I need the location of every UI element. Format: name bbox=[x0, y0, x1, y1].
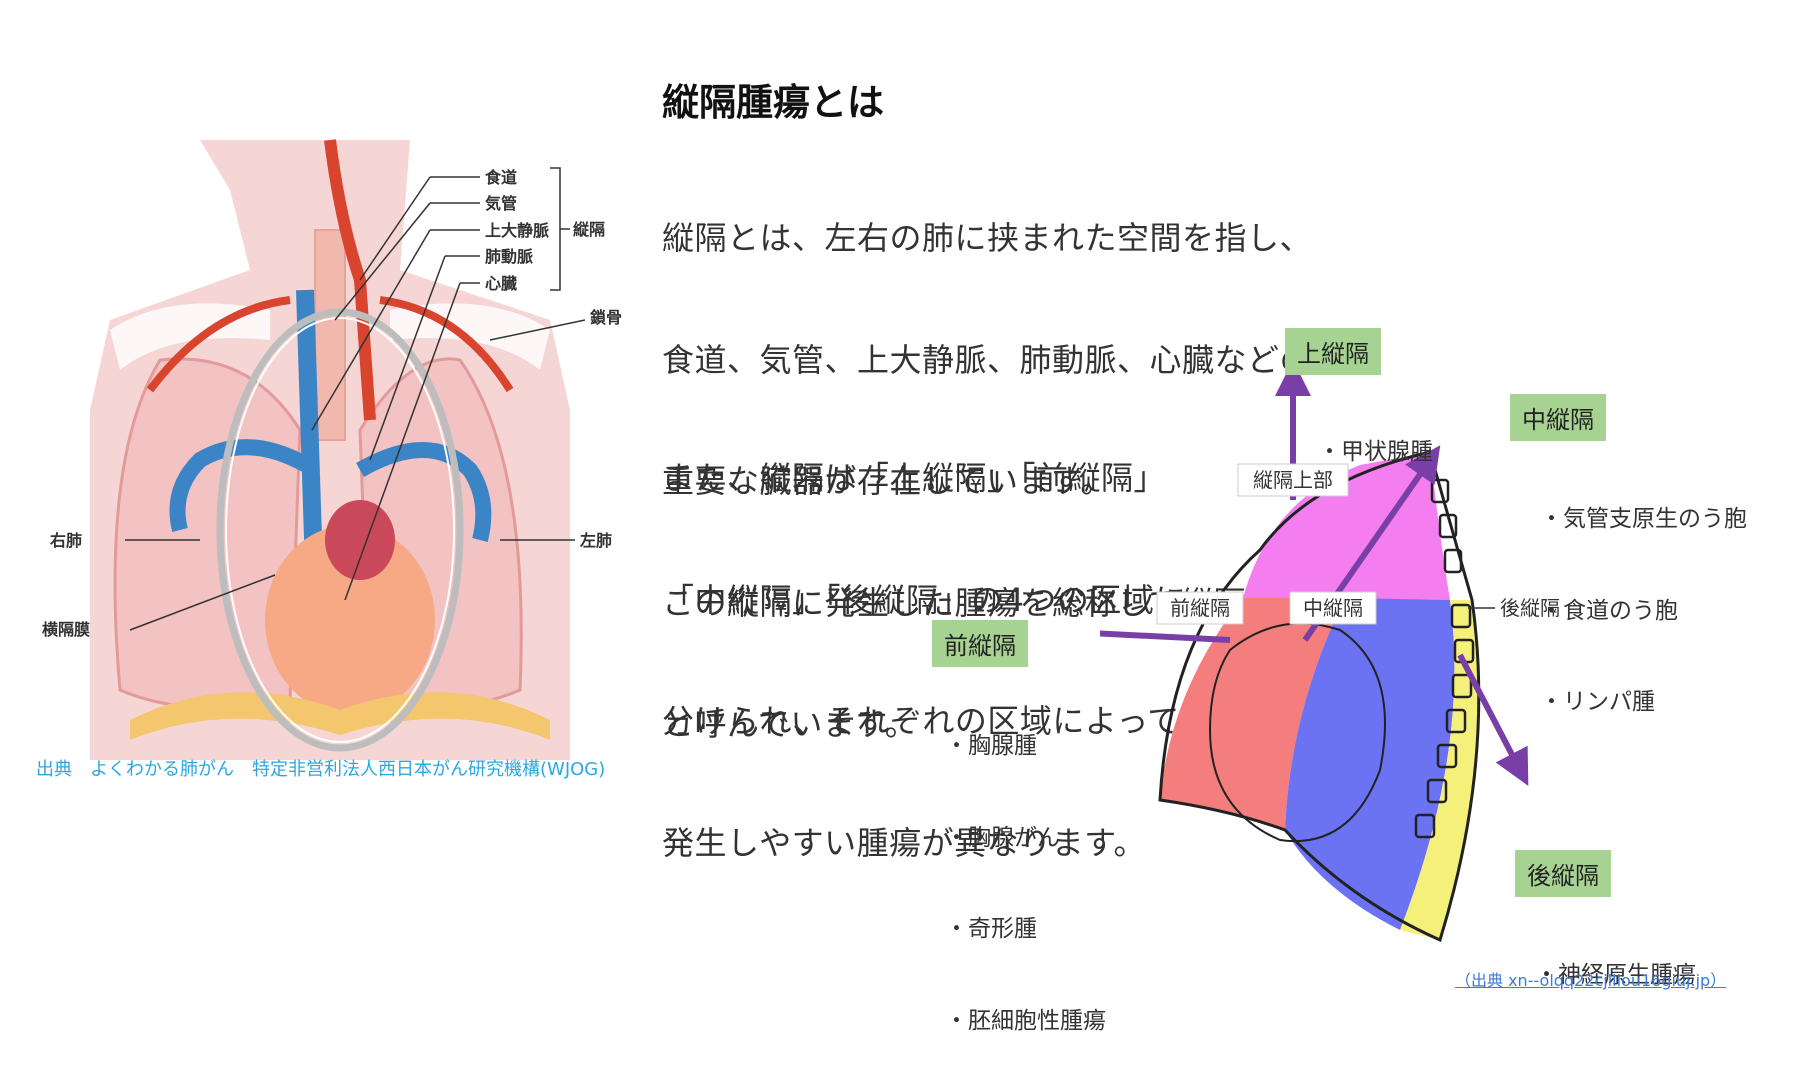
arrow-anterior bbox=[1100, 630, 1231, 643]
tag-middle: 中縦隔 bbox=[1510, 394, 1606, 441]
anterior-region bbox=[1160, 598, 1345, 830]
intro-line: と呼んでいます。 bbox=[662, 705, 918, 743]
list-item: ・胸腺がん bbox=[945, 824, 1060, 851]
regions-line: また、縦隔は「上縦隔」「前縦隔」 bbox=[662, 459, 1167, 497]
region-label-posterior: 後縦隔 bbox=[1500, 596, 1560, 620]
regions-line: 分けられ、それぞれの区域によって bbox=[662, 702, 1180, 740]
list-item: ・胚細胞性腫瘍 bbox=[945, 1007, 1106, 1034]
region-label-middle: 中縦隔 bbox=[1303, 596, 1363, 620]
list-item: ・食道のう胞 bbox=[1540, 597, 1678, 624]
trachea-shape bbox=[314, 229, 346, 441]
region-outline bbox=[1158, 450, 1481, 943]
mediastinum-ring-inner bbox=[225, 317, 455, 743]
arrow-posterior bbox=[1457, 653, 1529, 786]
leader-lines bbox=[125, 167, 586, 631]
label-right-lung: 右肺 bbox=[50, 531, 82, 550]
diaphragm-shape bbox=[130, 692, 550, 740]
posterior-region bbox=[1400, 600, 1478, 940]
mediastinum-ring bbox=[216, 308, 464, 752]
list-anterior: ・胸腺腫 ・胸腺がん ・奇形腫 ・胚細胞性腫瘍 bbox=[945, 670, 1106, 1067]
heart-shape bbox=[265, 525, 435, 715]
upper-region bbox=[1243, 452, 1450, 600]
list-item: ・気管支原生のう胞 bbox=[1540, 506, 1747, 532]
label-clavicle: 鎖骨 bbox=[590, 308, 622, 327]
list-item: ・奇形腫 bbox=[945, 916, 1037, 942]
artery-branch-left bbox=[379, 296, 514, 393]
label-esophagus: 食道 bbox=[484, 168, 517, 187]
label-trachea: 気管 bbox=[485, 194, 517, 213]
label-heart: 心臓 bbox=[485, 274, 517, 293]
mediastinum-region-diagram: 縦隔上部 前縦隔 中縦隔 後縦隔 bbox=[1100, 360, 1560, 943]
intro-line: 縦隔とは、左右の肺に挟まれた空間を指し、 bbox=[662, 219, 1313, 257]
region-label-upper: 縦隔上部 bbox=[1253, 468, 1333, 492]
left-source-caption: 出典 よくわかる肺がん 特定非営利法人西日本がん研究機構(WJOG) bbox=[36, 759, 606, 780]
region-label-boxes: 縦隔上部 前縦隔 中縦隔 後縦隔 bbox=[1156, 463, 1560, 625]
label-pulmonary-artery: 肺動脈 bbox=[485, 247, 533, 266]
pulmonary-vessel-right bbox=[169, 439, 320, 532]
label-mediastinum: 縦隔 bbox=[573, 220, 605, 239]
label-diaphragm: 横隔膜 bbox=[42, 620, 90, 639]
heart-top bbox=[325, 500, 395, 580]
middle-region bbox=[1285, 598, 1455, 930]
list-item: ・神経原生腫瘍 bbox=[1535, 962, 1696, 988]
label-left-lung: 左肺 bbox=[579, 531, 612, 550]
region-label-anterior: 前縦隔 bbox=[1170, 596, 1230, 620]
intro-line: 重要な臓器が存在しています。 bbox=[662, 462, 1113, 500]
tag-anterior: 前縦隔 bbox=[932, 620, 1028, 667]
tag-posterior: 後縦隔 bbox=[1515, 850, 1611, 897]
regions-line: 「中縦隔」「後縦隔」の4つの区域に bbox=[662, 580, 1187, 619]
artery-branch-right bbox=[146, 296, 291, 393]
list-item: ・甲状腺腫 bbox=[1318, 439, 1433, 465]
pulmonary-vessel-left bbox=[356, 442, 492, 542]
intro-line: 食道、気管、上大静脈、肺動脈、心臓などの bbox=[662, 340, 1313, 379]
intro-paragraph: 縦隔とは、左右の肺に挟まれた空間を指し、 食道、気管、上大静脈、肺動脈、心臓など… bbox=[662, 137, 1312, 785]
regions-line: 発生しやすい腫瘍が異なります。 bbox=[662, 823, 1146, 862]
list-item: ・胸腺腫 bbox=[945, 733, 1037, 759]
regions-paragraph: また、縦隔は「上縦隔」「前縦隔」 「中縦隔」「後縦隔」の4つの区域に 分けられ、… bbox=[662, 377, 1187, 904]
heart-outline bbox=[1208, 622, 1386, 843]
list-middle: ・気管支原生のう胞 ・食道のう胞 ・リンパ腫 bbox=[1540, 443, 1747, 748]
right-source-link[interactable]: （出典 xn--olqq22cjlllou16giuj.jp） bbox=[1455, 971, 1727, 990]
anatomy-illustration: 食道 気管 上大静脈 肺動脈 心臓 縦隔 鎖骨 右肺 左肺 横隔膜 bbox=[42, 139, 622, 760]
label-svc: 上大静脈 bbox=[485, 221, 549, 240]
page-title: 縦隔腫瘍とは bbox=[662, 81, 884, 124]
list-item: ・リンパ腫 bbox=[1540, 689, 1655, 715]
tag-upper: 上縦隔 bbox=[1285, 328, 1381, 375]
list-upper: ・甲状腺腫 bbox=[1318, 376, 1433, 498]
list-posterior: ・神経原生腫瘍 bbox=[1535, 899, 1696, 1021]
artery-shape bbox=[324, 139, 376, 421]
